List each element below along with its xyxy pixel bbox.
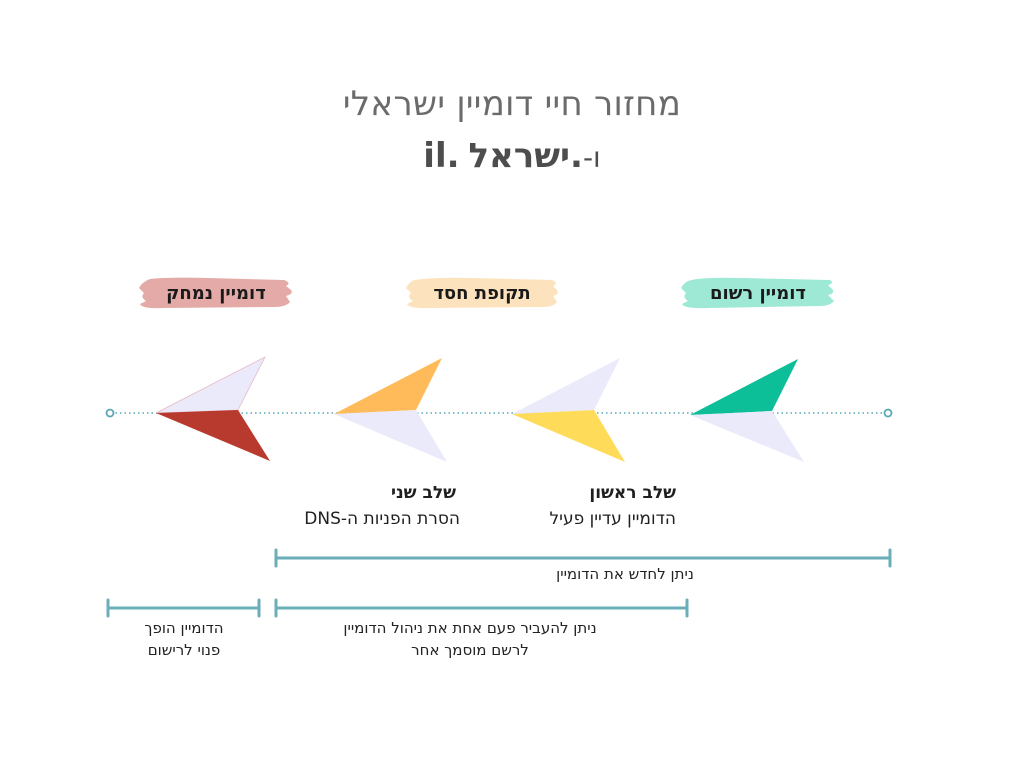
stage-one-desc: הדומיין עדיין פעיל: [549, 509, 677, 529]
brush-stroke-green: [681, 277, 834, 309]
subtitle-il: il.: [423, 136, 460, 176]
brush-stroke-peach: [406, 277, 558, 309]
brush-stroke-rose: [139, 277, 292, 309]
stage-one-caption: שלב ראשון הדומיין עדיין פעיל: [480, 480, 677, 532]
bracket-transfer: [274, 598, 689, 618]
phase-deleted-label: דומיין נמחק: [138, 275, 294, 311]
bracket-free: [106, 598, 261, 618]
renew-range-text: ניתן לחדש את הדומיין: [556, 565, 694, 583]
arrow-deleted-icon: [155, 356, 270, 461]
subtitle-and: ו-: [459, 141, 601, 174]
phase-grace-label: תקופת חסד: [404, 275, 560, 311]
bracket-renew: [274, 548, 892, 568]
subtitle-israel: .ישראל: [468, 136, 583, 176]
stage-two-title: שלב שני: [390, 483, 456, 503]
timeline-start-dot: [105, 408, 115, 418]
diagram-title: מחזור חיי דומיין ישראלי: [342, 84, 682, 124]
arrow-stage-one-icon: [512, 358, 625, 462]
transfer-range-text: ניתן להעביר פעם אחת את ניהול הדומיין לרש…: [343, 619, 597, 659]
stage-two-desc: הסרת הפניות ה-DNS: [304, 509, 460, 529]
arrow-stage-two-icon: [334, 358, 447, 462]
stage-one-title: שלב ראשון: [589, 483, 676, 503]
phase-registered-label: דומיין רשום: [680, 275, 836, 311]
arrow-registered-icon: [690, 359, 804, 462]
diagram-subtitle: il. ו-.ישראל: [0, 136, 1024, 176]
stage-two-caption: שלב שני הסרת הפניות ה-DNS: [262, 480, 460, 532]
free-range-text: הדומיין הופך פנוי לרישום: [144, 619, 224, 659]
timeline-end-dot: [883, 408, 893, 418]
